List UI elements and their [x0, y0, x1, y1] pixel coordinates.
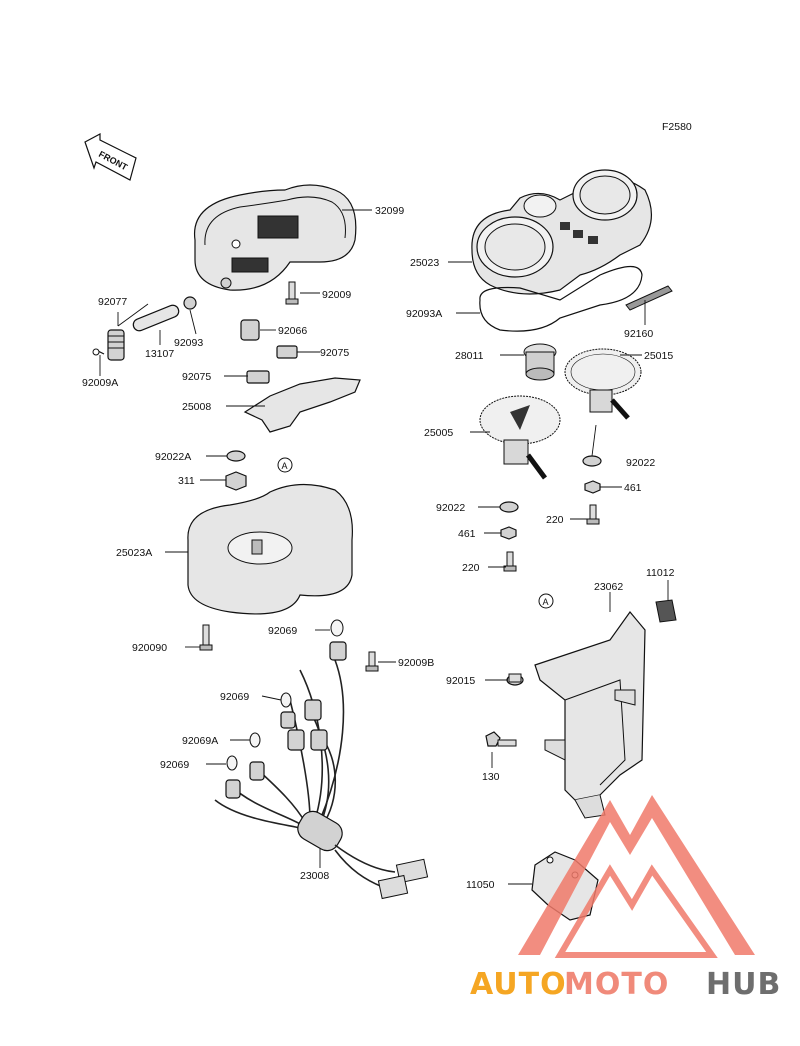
screw-92009	[285, 281, 299, 305]
leader-lines	[99, 209, 669, 885]
screw-220-center	[503, 551, 517, 572]
bolt-130	[485, 731, 517, 747]
speedo-gear-assembly	[92, 296, 197, 361]
screw-220-right	[586, 504, 600, 525]
label-25023: 25023	[410, 257, 439, 269]
label-11050: 11050	[466, 879, 495, 891]
label-220-center: 220	[462, 562, 480, 574]
label-92066: 92066	[278, 325, 307, 337]
gasket-92093A	[479, 265, 643, 332]
label-311: 311	[178, 475, 195, 487]
nut-461-center	[500, 526, 517, 540]
washer-92022A	[226, 450, 246, 462]
label-92009: 92009	[322, 289, 351, 301]
grommet-92066	[240, 319, 260, 341]
part-28011	[523, 343, 557, 381]
screw-92009B	[365, 651, 379, 672]
label-92015: 92015	[446, 675, 475, 687]
nut-311	[225, 471, 247, 491]
meter-bracket-23062	[534, 611, 646, 819]
automotohub-watermark-text: AUTO MOTO HUB	[470, 967, 781, 1002]
watermark-hub: HUB	[706, 967, 781, 1002]
label-92022-right: 92022	[626, 457, 655, 469]
label-25015: 25015	[644, 350, 673, 362]
label-23008: 23008	[300, 870, 329, 882]
label-25005: 25005	[424, 427, 453, 439]
part-labels: 32099 92009 92077 92093 92066 13107 9200…	[82, 205, 675, 891]
label-11012: 11012	[646, 567, 675, 579]
label-13107: 13107	[145, 348, 174, 360]
label-92160: 92160	[624, 328, 653, 340]
meter-assembly	[471, 169, 652, 295]
nut-461-right	[584, 480, 601, 494]
tachometer-25015	[564, 348, 642, 420]
speedometer-25005	[479, 395, 561, 480]
label-92077: 92077	[98, 296, 127, 308]
label-920090: 920090	[132, 642, 167, 654]
part-92015	[506, 673, 524, 686]
washer-92022-center	[499, 501, 519, 513]
label-92009A: 92009A	[82, 377, 118, 389]
watermark-auto: AUTO	[470, 967, 567, 1002]
washer-92022-right	[582, 455, 602, 467]
label-92069A: 92069A	[182, 735, 218, 747]
marker-a-left: A	[277, 457, 293, 473]
label-32099: 32099	[375, 205, 404, 217]
figure-code: F2580	[662, 121, 692, 133]
watermark-moto: MOTO	[564, 967, 669, 1002]
label-461-right: 461	[624, 482, 642, 494]
label-92069-mid: 92069	[220, 691, 249, 703]
front-arrow-icon: FRONT	[84, 133, 137, 181]
label-92075-upper: 92075	[320, 347, 349, 359]
label-92069-top: 92069	[268, 625, 297, 637]
label-25008: 25008	[182, 401, 211, 413]
clip-11012	[655, 599, 677, 623]
label-92093A: 92093A	[406, 308, 442, 320]
label-23062: 23062	[594, 581, 623, 593]
svg-text:A: A	[543, 597, 549, 607]
label-92069-low: 92069	[160, 759, 189, 771]
svg-text:A: A	[282, 461, 288, 471]
label-130: 130	[482, 771, 500, 783]
bracket-25008	[243, 377, 361, 433]
upper-meter-case	[193, 184, 357, 291]
label-28011: 28011	[455, 350, 484, 362]
label-92022A: 92022A	[155, 451, 191, 463]
label-92009B: 92009B	[398, 657, 434, 669]
rubber-92075-lower	[246, 370, 270, 384]
label-25023A: 25023A	[116, 547, 152, 559]
bulbs-and-sockets	[225, 619, 347, 799]
lower-meter-case	[187, 483, 353, 615]
pad-92160	[625, 285, 673, 311]
automotohub-watermark-logo	[518, 795, 755, 958]
marker-a-right: A	[538, 593, 554, 609]
label-92075-lower: 92075	[182, 371, 211, 383]
label-220-right: 220	[546, 514, 564, 526]
label-92022-center: 92022	[436, 502, 465, 514]
label-461-center: 461	[458, 528, 476, 540]
label-92093: 92093	[174, 337, 203, 349]
screw-920090	[199, 624, 213, 651]
rubber-92075-upper	[276, 345, 298, 359]
